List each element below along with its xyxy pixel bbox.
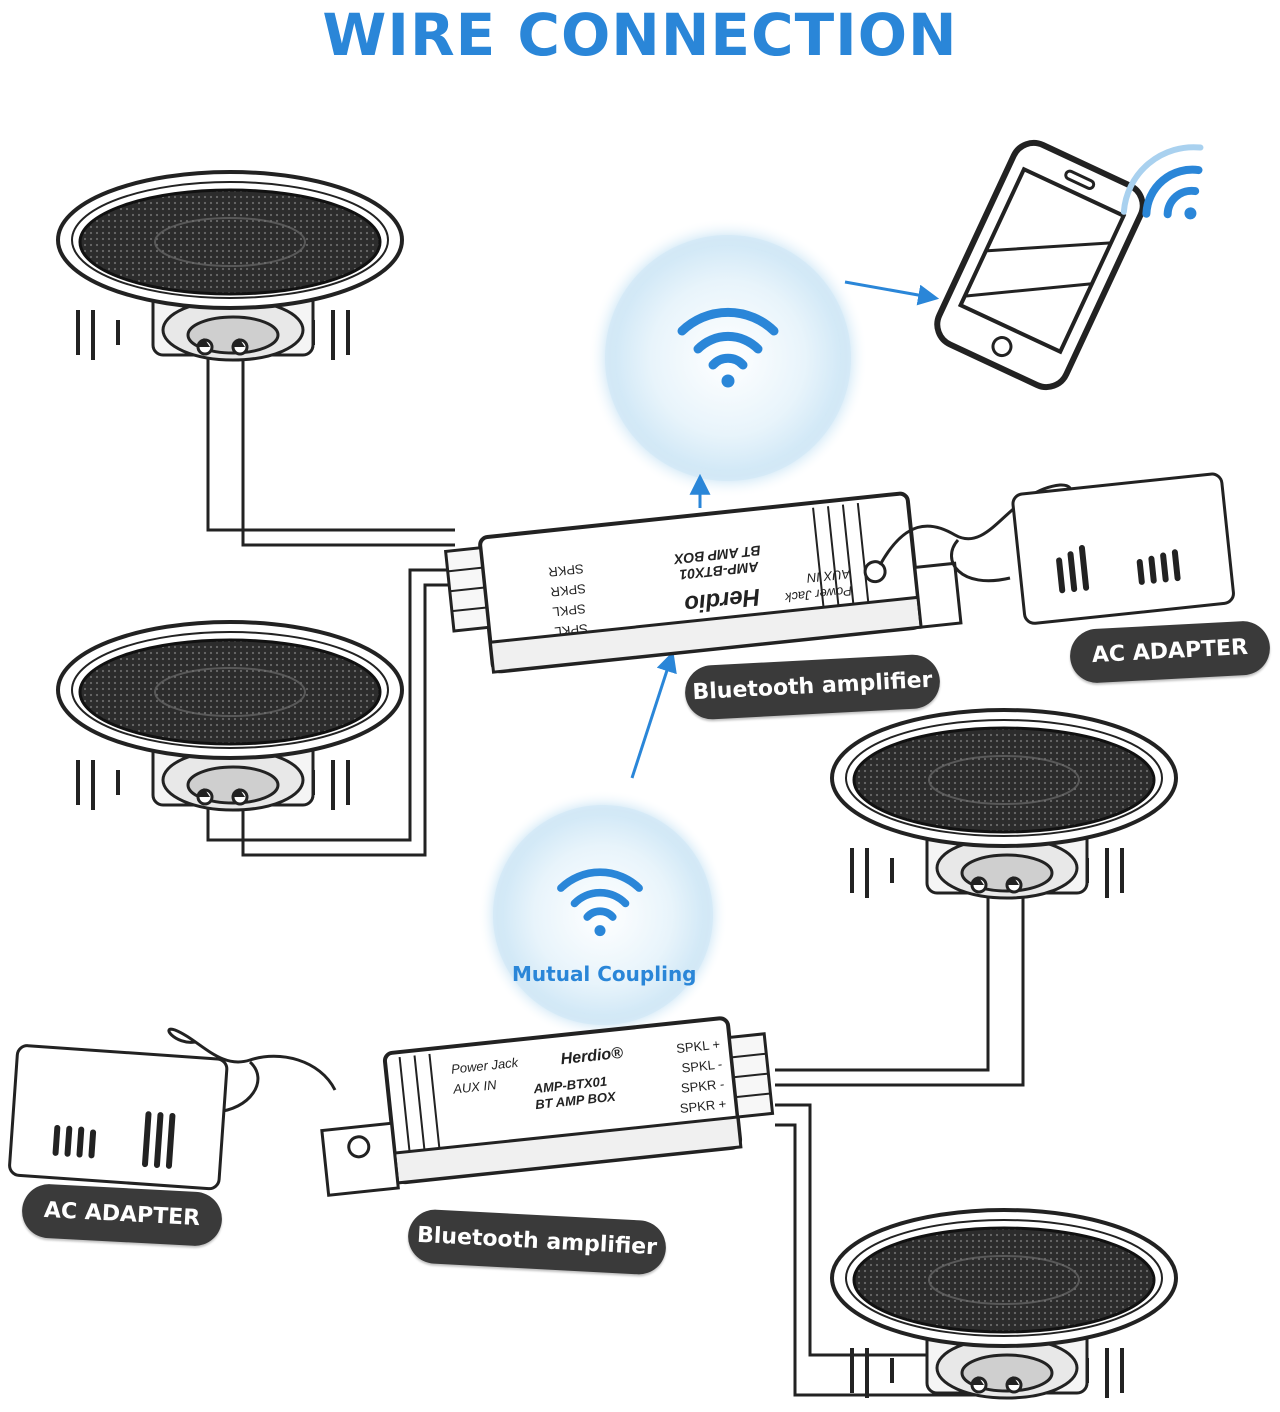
arrow-coupling bbox=[630, 651, 677, 779]
amp-bottom-terminal: SPKL + bbox=[675, 1037, 720, 1057]
amp-top-terminal: SPKR bbox=[548, 561, 585, 580]
ac-adapter-label-top: AC ADAPTER bbox=[1068, 619, 1272, 685]
amp-top-terminal: SPKR bbox=[550, 581, 587, 600]
amp-bottom-terminal: SPKR + bbox=[679, 1096, 727, 1116]
arrow-to-phone bbox=[844, 280, 940, 306]
speaker-icon bbox=[830, 708, 1178, 900]
mutual-coupling-label: Mutual Coupling bbox=[512, 962, 697, 986]
wifi-icon bbox=[1120, 144, 1204, 220]
amp-bottom-brand: Herdio® bbox=[560, 1045, 624, 1068]
ac-adapter-icon bbox=[1012, 473, 1234, 624]
amplifier-top: Herdio AMP-BTX01 BT AMP BOX Power Jack A… bbox=[443, 491, 963, 674]
amp-top-aux: AUX IN bbox=[806, 566, 852, 586]
ac-adapter-icon bbox=[8, 1044, 229, 1191]
amp-top-power-jack: Power Jack bbox=[783, 583, 853, 605]
page-title: WIRE CONNECTION bbox=[322, 1, 958, 69]
adapter-cable-bottom bbox=[167, 1027, 337, 1091]
speaker-icon bbox=[830, 1208, 1178, 1400]
ac-adapter-label-bottom: AC ADAPTER bbox=[20, 1182, 224, 1248]
speaker-icon bbox=[56, 620, 404, 812]
speaker-icon bbox=[56, 170, 404, 362]
amp-bottom-aux: AUX IN bbox=[451, 1077, 497, 1097]
amp-bottom-terminal: SPKL - bbox=[681, 1056, 723, 1075]
amp-bottom-terminal: SPKR - bbox=[680, 1076, 725, 1095]
amp-bottom-power-jack: Power Jack bbox=[450, 1055, 520, 1077]
amp-top-terminal: SPKL bbox=[552, 601, 587, 619]
amplifier-bottom: Power Jack AUX IN Herdio® AMP-BTX01 BT A… bbox=[320, 1016, 775, 1197]
amp-top-terminal: SPKL bbox=[554, 621, 589, 639]
smartphone-icon bbox=[934, 139, 1146, 391]
